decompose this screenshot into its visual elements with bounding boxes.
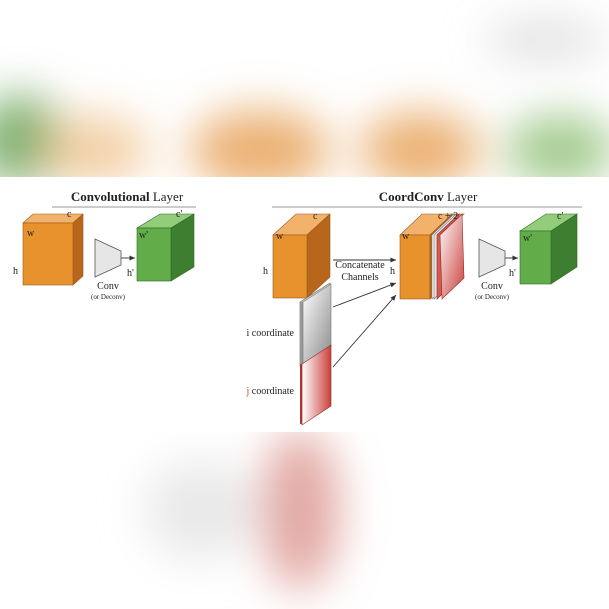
left-conv-icon <box>94 238 122 278</box>
stacked-w-label: w <box>402 231 410 242</box>
left-input-block <box>22 213 84 286</box>
i-coordinate-slab <box>299 282 332 367</box>
stacked-c-label: c + 2 <box>438 211 458 222</box>
concat-label-line1: Concatenate <box>335 260 385 271</box>
right-panel-title: CoordConv Layer <box>379 189 478 204</box>
left-input-h-label: h <box>13 266 18 277</box>
right-output-h-label: h' <box>509 268 516 279</box>
j-coordinate-slab <box>300 344 332 426</box>
j-coordinate-label: j coordinate <box>246 386 295 397</box>
concat-arrow-j <box>332 294 397 368</box>
right-panel: CoordConv Layer c w h i coordinate j coo… <box>246 189 582 426</box>
right-input-block <box>272 213 331 299</box>
left-panel-title: Convolutional Layer <box>71 189 184 204</box>
concat-label-line2: Channels <box>341 272 378 283</box>
right-input-w-label: w <box>276 231 284 242</box>
left-panel: Convolutional Layer c w h Conv (or Decon… <box>13 189 196 301</box>
left-output-h-label: h' <box>127 268 134 279</box>
right-conv-sublabel: (or Deconv) <box>475 293 510 301</box>
concat-arrow-i <box>332 282 397 308</box>
left-output-block <box>135 213 196 282</box>
right-output-w-label: w' <box>523 233 532 244</box>
left-input-w-label: w <box>27 228 35 239</box>
right-input-h-label: h <box>263 266 268 277</box>
i-coordinate-label: i coordinate <box>247 328 295 339</box>
left-input-c-label: c <box>67 209 72 220</box>
left-output-c-label: c' <box>176 209 182 220</box>
stacked-h-label: h <box>390 266 395 277</box>
right-output-block <box>518 213 579 285</box>
right-output-c-label: c' <box>557 211 563 222</box>
left-output-w-label: w' <box>139 230 148 241</box>
stacked-block <box>399 213 465 300</box>
right-input-c-label: c <box>313 211 318 222</box>
left-conv-label: Conv <box>97 281 119 292</box>
right-conv-label: Conv <box>481 281 503 292</box>
right-conv-icon <box>478 238 506 278</box>
left-conv-sublabel: (or Deconv) <box>91 293 126 301</box>
coordconv-figure: Convolutional Layer c w h Conv (or Decon… <box>0 177 609 432</box>
